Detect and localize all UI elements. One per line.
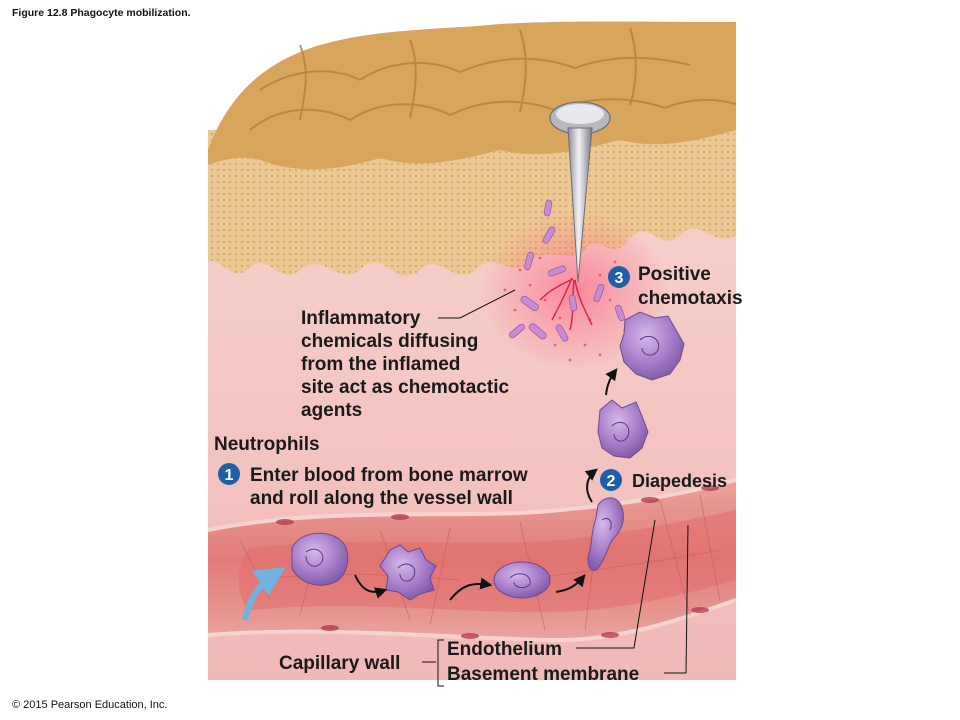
svg-text:agents: agents bbox=[301, 400, 362, 421]
bacteria bbox=[509, 199, 626, 342]
bloodflow-arrow bbox=[242, 567, 286, 621]
neutrophil-migrating bbox=[597, 399, 649, 459]
inflamed-site-glow bbox=[480, 210, 670, 370]
svg-text:site act as chemotactic: site act as chemotactic bbox=[301, 377, 509, 398]
inflammatory-label: Inflammatory chemicals diffusing from th… bbox=[301, 308, 509, 421]
step-2-text: Diapedesis bbox=[632, 471, 727, 491]
neutrophils bbox=[291, 311, 685, 601]
endothelial-nuclei bbox=[276, 485, 719, 639]
skin-scales bbox=[249, 27, 737, 131]
step-3-text-line2: chemotaxis bbox=[638, 288, 743, 309]
movement-arrows bbox=[354, 368, 618, 601]
step-1-text-line2: and roll along the vessel wall bbox=[250, 488, 513, 509]
basement-membrane-label: Basement membrane bbox=[447, 664, 639, 685]
neutrophil-rolling-1 bbox=[291, 532, 349, 586]
step-2-number: 2 bbox=[607, 473, 616, 490]
capillary-wall-label: Capillary wall bbox=[279, 653, 400, 674]
endothelium-line bbox=[207, 478, 737, 532]
wound-streaks bbox=[539, 277, 593, 331]
nail bbox=[549, 101, 611, 283]
neutrophil-diapedesis bbox=[587, 497, 625, 571]
figure-caption: Figure 12.8 Phagocyte mobilization. bbox=[12, 7, 191, 19]
svg-text:Inflammatory: Inflammatory bbox=[301, 308, 421, 329]
svg-text:from the inflamed: from the inflamed bbox=[301, 354, 460, 375]
endothelium-label: Endothelium bbox=[447, 639, 562, 660]
step-2-badge bbox=[600, 469, 622, 491]
neutrophil-rolling-3 bbox=[493, 561, 551, 599]
neutrophil-rolling-2 bbox=[379, 544, 437, 601]
neutrophil-chemotaxis bbox=[619, 311, 685, 381]
step-1-text-line1: Enter blood from bone marrow bbox=[250, 465, 528, 486]
copyright-text: © 2015 Pearson Education, Inc. bbox=[12, 699, 167, 711]
neutrophils-label: Neutrophils bbox=[214, 434, 320, 455]
leader-lines bbox=[422, 289, 689, 687]
step-1-badge bbox=[218, 463, 240, 485]
svg-text:chemicals diffusing: chemicals diffusing bbox=[301, 331, 478, 352]
skin-surface bbox=[208, 21, 736, 170]
step-3-badge bbox=[608, 266, 630, 288]
step-1-number: 1 bbox=[225, 467, 234, 484]
step-3-text-line1: Positive bbox=[638, 264, 711, 285]
step-3-number: 3 bbox=[615, 270, 624, 287]
